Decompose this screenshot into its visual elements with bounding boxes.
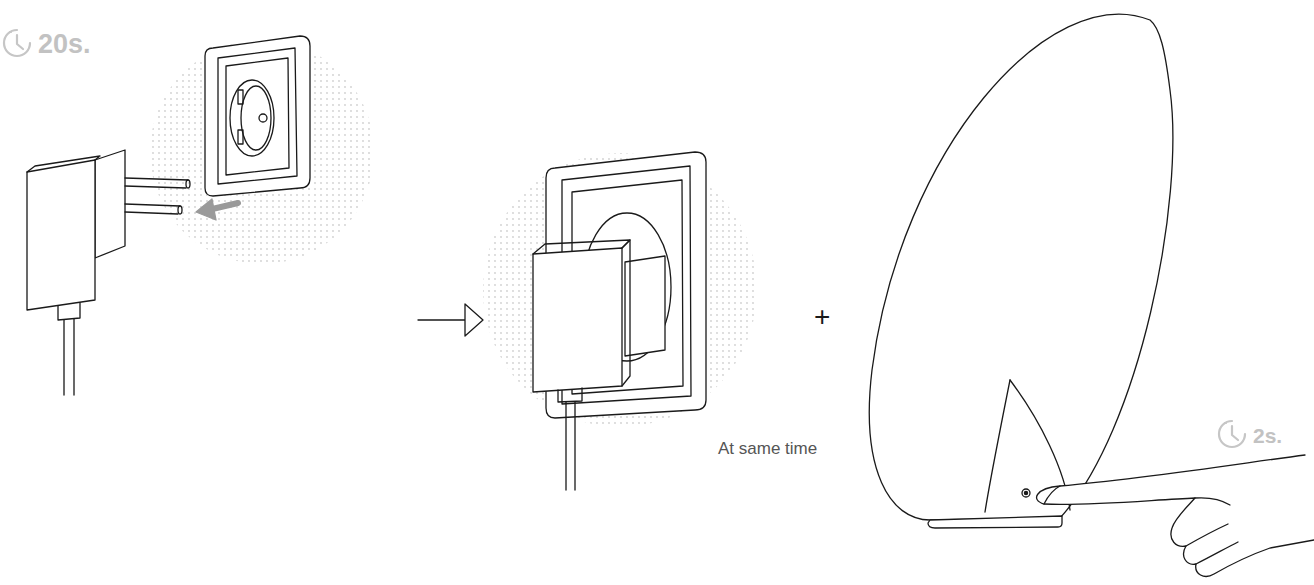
instruction-note: At same time (718, 440, 817, 457)
duration-label: 20s. (38, 31, 91, 58)
plus-sign: + (814, 303, 830, 331)
duration-label: 2s. (1253, 425, 1282, 446)
